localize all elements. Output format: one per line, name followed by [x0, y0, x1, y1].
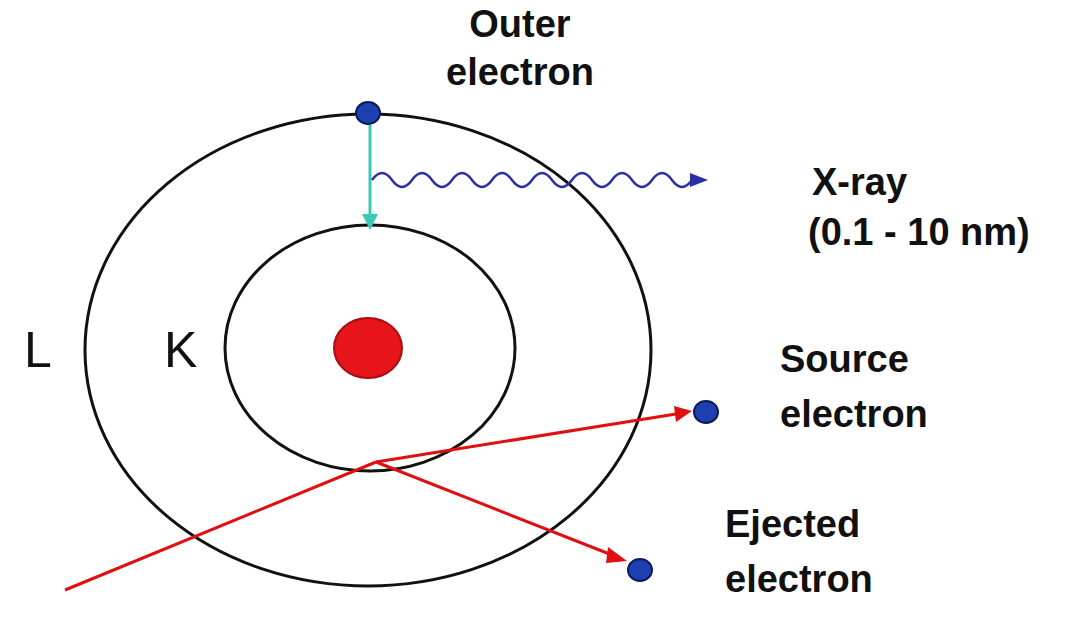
- callout-label: (0.1 - 10 nm): [808, 208, 1030, 256]
- x-ray-wave: [372, 173, 692, 187]
- transition-arrow: [369, 125, 372, 216]
- nucleus: [334, 318, 402, 378]
- callout-label: X-ray: [812, 158, 907, 206]
- shell-label: L: [24, 320, 52, 380]
- scattered-electron-path: [376, 414, 676, 462]
- incoming-electron-path: [65, 462, 376, 590]
- ejected-arrowhead: [606, 547, 627, 563]
- ejected-electron-path: [376, 462, 612, 555]
- ejected-electron-dot: [628, 559, 652, 581]
- callout-label: Source electron: [780, 332, 1000, 442]
- source-electron-dot: [694, 401, 718, 423]
- scattered-arrowhead: [674, 406, 692, 422]
- shell-label: K: [164, 320, 197, 380]
- callout-label: Outer electron: [400, 0, 640, 96]
- k-shell: [225, 225, 515, 471]
- callout-label: Ejected electron: [725, 497, 945, 607]
- outer-electron-dot: [356, 102, 380, 124]
- x-ray-arrowhead: [690, 173, 708, 187]
- transition-arrowhead: [362, 214, 378, 230]
